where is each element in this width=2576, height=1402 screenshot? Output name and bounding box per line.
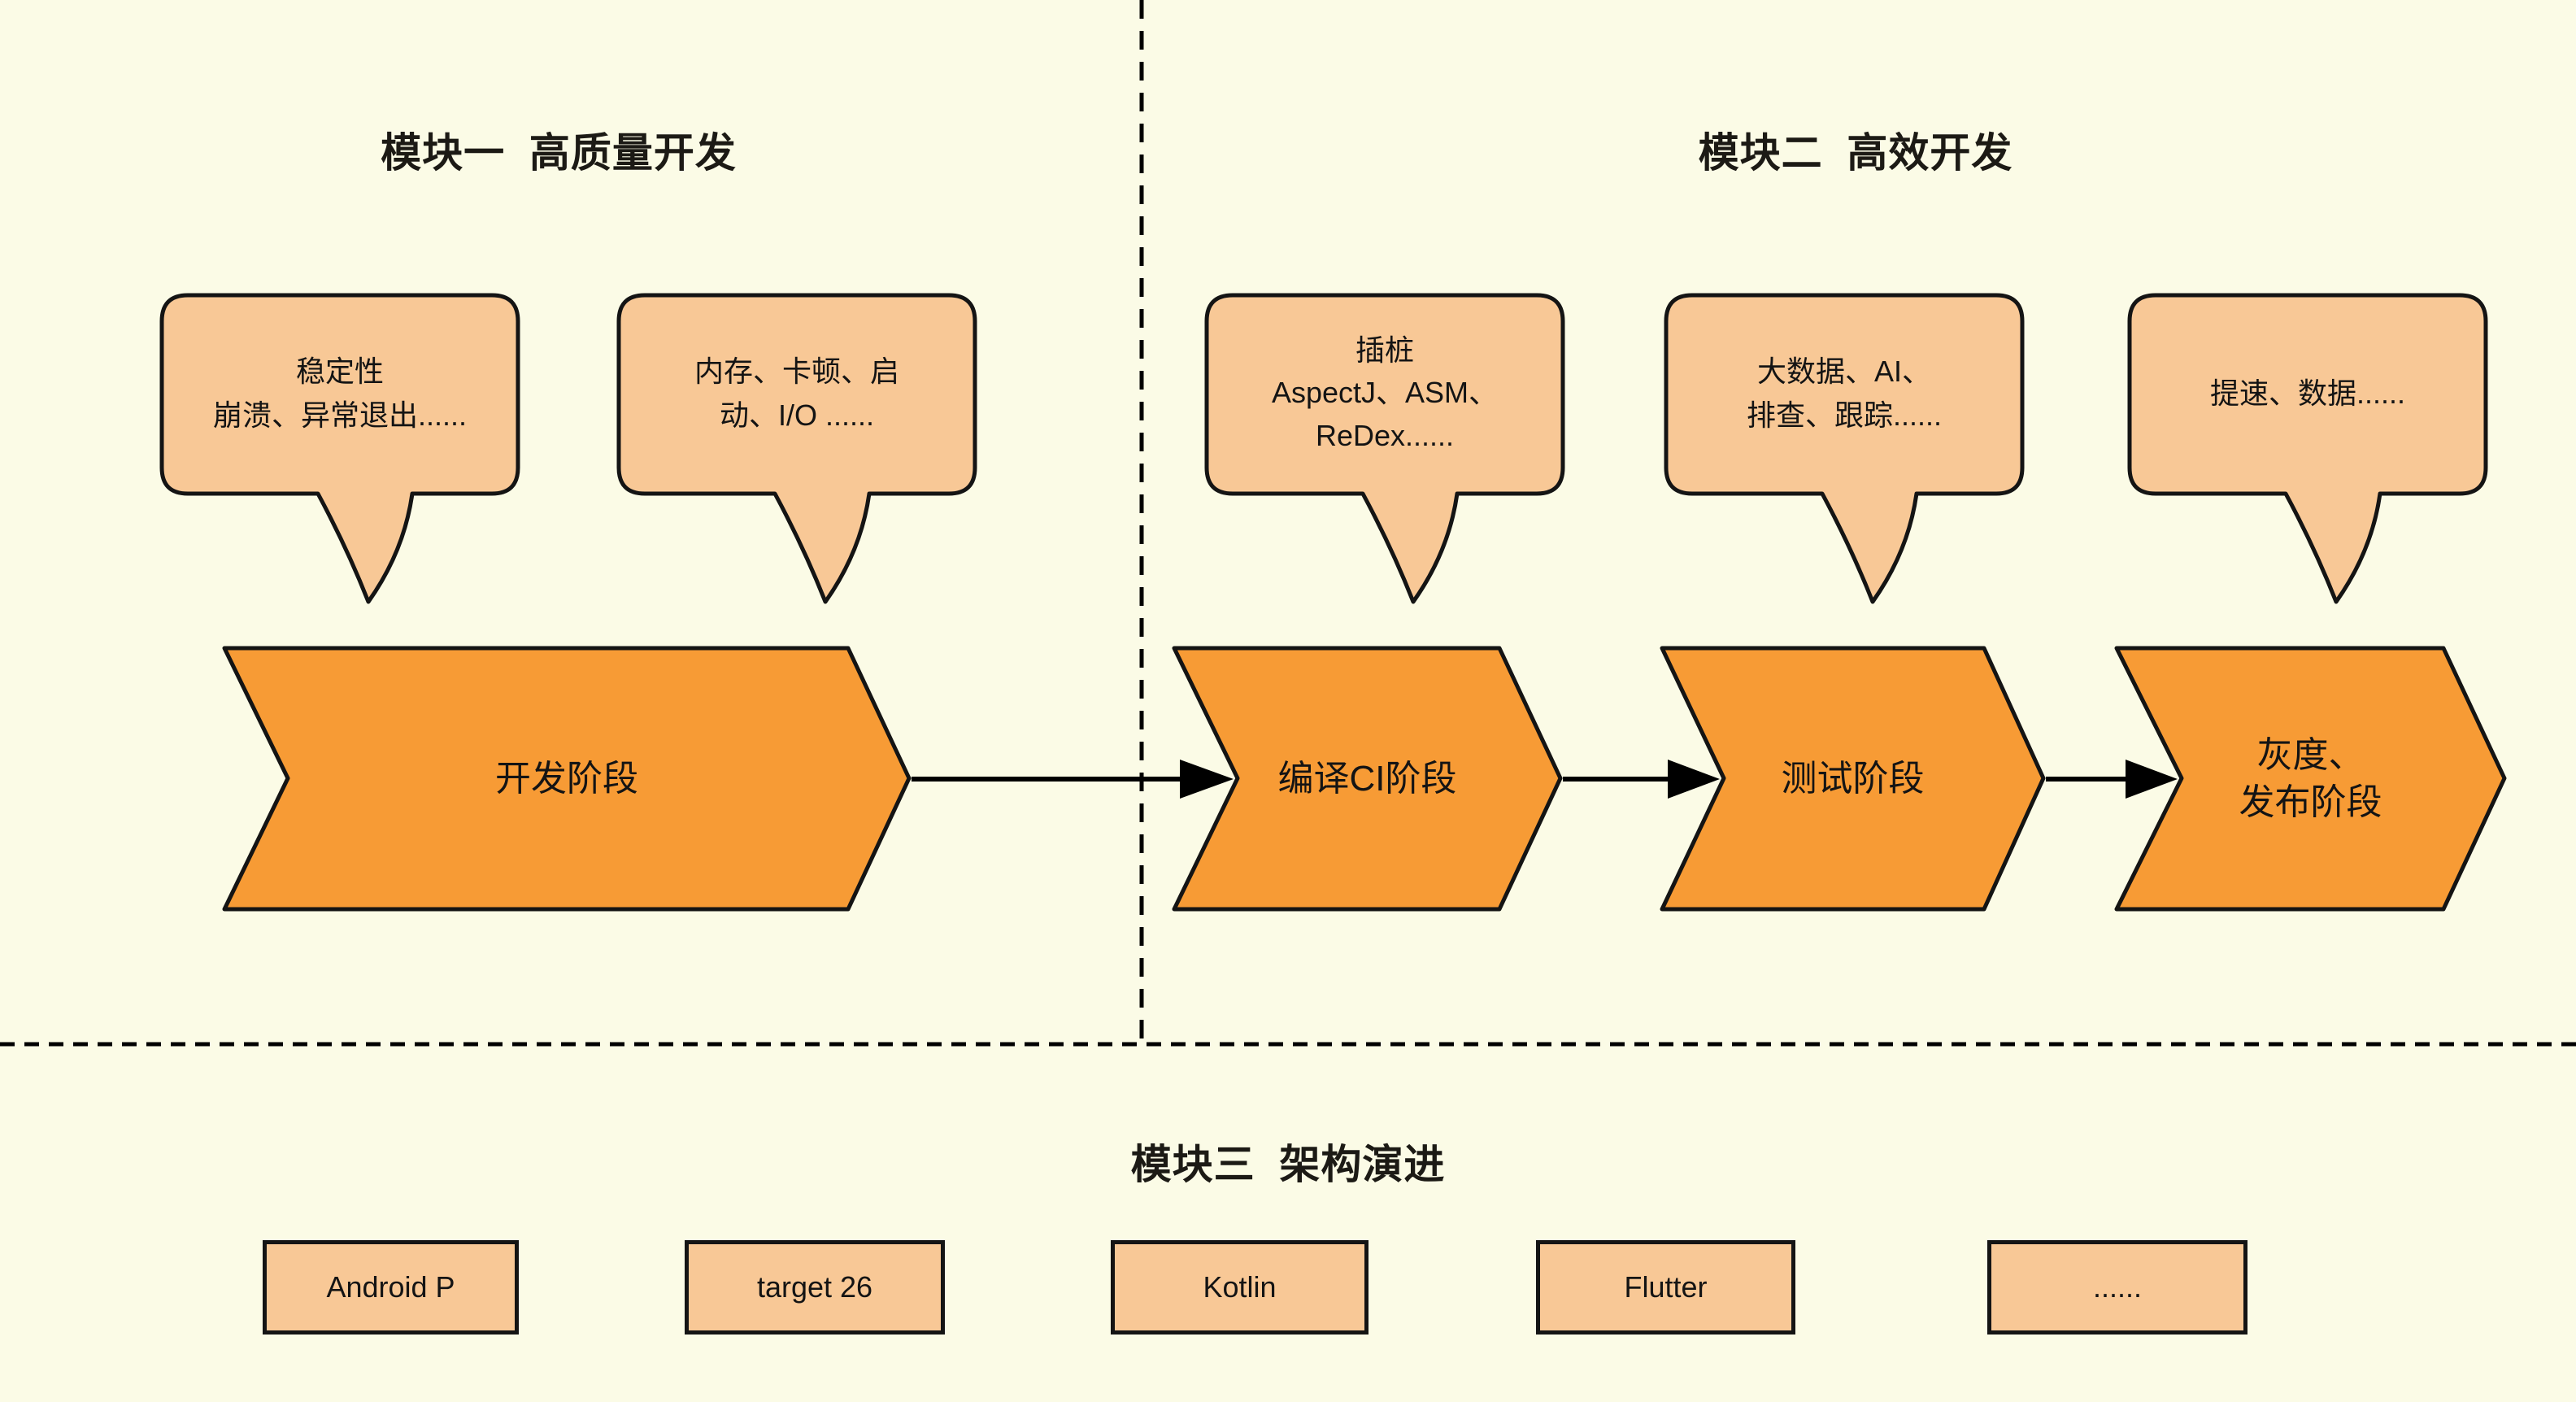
callout-line: 动、I/O ......: [719, 398, 875, 432]
evolution-box-flutter: Flutter: [1536, 1240, 1795, 1335]
evolution-box-label: ......: [2092, 1270, 2142, 1304]
callout-line: 内存、卡顿、启: [694, 354, 899, 388]
callout-text: 稳定性 崩溃、异常退出......: [159, 293, 520, 494]
evolution-box-label: Android P: [326, 1270, 455, 1304]
stage-chevron-testing: 测试阶段: [1660, 646, 2046, 912]
evolution-box-label: Kotlin: [1203, 1270, 1277, 1304]
speech-bubble-shape: [616, 293, 977, 604]
callout-text: 插桩 AspectJ、ASM、 ReDex......: [1204, 293, 1565, 494]
speech-bubble-shape: [159, 293, 520, 604]
stage-label: 灰度、 发布阶段: [2114, 646, 2507, 912]
callout-line: ReDex......: [1315, 418, 1455, 452]
flow-arrow-dev-to-ci: [912, 760, 1234, 799]
callout-text: 大数据、AI、 排查、跟踪......: [1664, 293, 2025, 494]
stage-label-line: 编译CI阶段: [1277, 758, 1457, 799]
stage-label: 开发阶段: [222, 646, 912, 912]
stage-label-line: 发布阶段: [2239, 782, 2382, 822]
evolution-box-label: Flutter: [1624, 1270, 1708, 1304]
callout-line: 稳定性: [295, 354, 384, 388]
module2-title: 模块二 高效开发: [1698, 130, 2013, 176]
callout-text: 提速、数据......: [2127, 293, 2488, 494]
chevron-shape: [222, 646, 912, 912]
callout-line: 崩溃、异常退出......: [212, 398, 467, 432]
callout-line: 大数据、AI、: [1756, 354, 1931, 388]
evolution-box-android-p: Android P: [263, 1240, 519, 1335]
speech-bubble-shape: [2127, 293, 2488, 604]
chevron-shape: [2114, 646, 2507, 912]
callout-instrumentation: 插桩 AspectJ、ASM、 ReDex......: [1204, 293, 1565, 606]
evolution-box-more: ......: [1987, 1240, 2247, 1335]
stage-label: 测试阶段: [1660, 646, 2046, 912]
vertical-dashed-divider: [1139, 0, 1144, 1046]
speech-bubble-shape: [1664, 293, 2025, 604]
chevron-shape: [1660, 646, 2046, 912]
flow-arrow-ci-to-test: [1563, 760, 1720, 799]
stage-chevron-development: 开发阶段: [222, 646, 912, 912]
chevron-shape: [1172, 646, 1563, 912]
horizontal-dashed-divider: [0, 1042, 2576, 1047]
stage-label: 编译CI阶段: [1172, 646, 1563, 912]
callout-bigdata-ai: 大数据、AI、 排查、跟踪......: [1664, 293, 2025, 606]
stage-chevron-gray-release: 灰度、 发布阶段: [2114, 646, 2507, 912]
callout-line: 排查、跟踪......: [1746, 398, 1942, 432]
evolution-box-kotlin: Kotlin: [1111, 1240, 1368, 1335]
evolution-box-label: target 26: [756, 1270, 873, 1304]
module1-title: 模块一 高质量开发: [381, 130, 737, 176]
flow-arrow-test-to-release: [2046, 760, 2178, 799]
stage-chevron-compile-ci: 编译CI阶段: [1172, 646, 1563, 912]
stage-label-line: 开发阶段: [495, 758, 638, 799]
speech-bubble-shape: [1204, 293, 1565, 604]
stage-label-line: 灰度、: [2256, 735, 2365, 776]
callout-line: 提速、数据......: [2209, 376, 2405, 410]
module3-title: 模块三 架构演进: [1130, 1142, 1446, 1187]
callout-line: AspectJ、ASM、: [1271, 376, 1499, 410]
stage-label-line: 测试阶段: [1781, 758, 1925, 799]
callout-speed-data: 提速、数据......: [2127, 293, 2488, 606]
callout-performance: 内存、卡顿、启 动、I/O ......: [616, 293, 977, 606]
callout-text: 内存、卡顿、启 动、I/O ......: [616, 293, 977, 494]
callout-line: 插桩: [1355, 333, 1414, 368]
callout-stability: 稳定性 崩溃、异常退出......: [159, 293, 520, 606]
evolution-box-target-26: target 26: [685, 1240, 945, 1335]
